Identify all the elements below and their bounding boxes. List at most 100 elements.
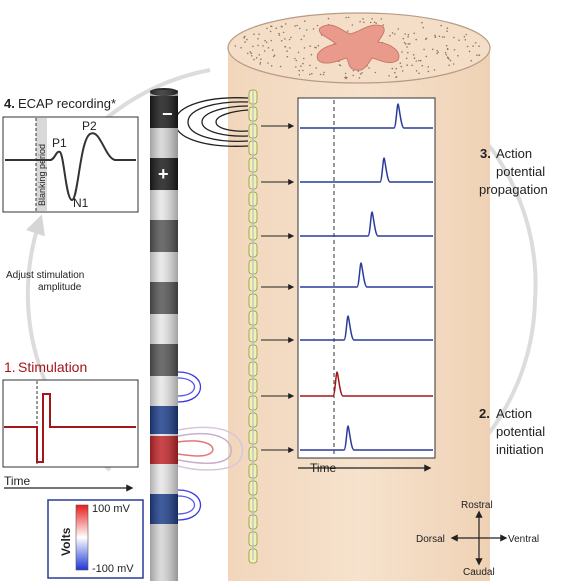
white-matter-dot xyxy=(371,18,373,20)
white-matter-dot xyxy=(389,35,391,37)
white-matter-dot xyxy=(294,25,296,27)
stimulation-step-label: Stimulation xyxy=(18,359,87,375)
white-matter-dot xyxy=(352,24,354,26)
white-matter-dot xyxy=(284,46,286,48)
white-matter-dot xyxy=(287,56,289,58)
propagation-line1: Action xyxy=(496,146,532,161)
white-matter-dot xyxy=(446,30,448,32)
white-matter-dot xyxy=(244,41,246,43)
voltage-legend: Volts 100 mV -100 mV xyxy=(48,500,143,578)
white-matter-dot xyxy=(272,49,274,51)
white-matter-dot xyxy=(406,64,408,66)
white-matter-dot xyxy=(394,33,396,35)
white-matter-dot xyxy=(413,33,415,35)
white-matter-dot xyxy=(246,39,248,41)
white-matter-dot xyxy=(464,36,466,38)
electrode-plus-label: + xyxy=(158,164,169,184)
white-matter-dot xyxy=(439,36,441,38)
white-matter-dot xyxy=(317,25,319,27)
white-matter-dot xyxy=(260,58,262,60)
white-matter-dot xyxy=(347,30,349,32)
white-matter-dot xyxy=(478,45,480,47)
ecap-p2-label: P2 xyxy=(82,119,97,133)
white-matter-dot xyxy=(395,68,397,70)
initiation-line2: potential xyxy=(496,424,545,439)
white-matter-dot xyxy=(243,37,245,39)
white-matter-dot xyxy=(375,22,377,24)
initiation-line1: Action xyxy=(496,406,532,421)
white-matter-dot xyxy=(465,39,467,41)
white-matter-dot xyxy=(301,39,303,41)
white-matter-dot xyxy=(309,74,311,76)
white-matter-dot xyxy=(434,69,436,71)
white-matter-dot xyxy=(274,54,276,56)
white-matter-dot xyxy=(294,58,296,60)
white-matter-dot xyxy=(453,37,455,39)
white-matter-dot xyxy=(442,36,444,38)
white-matter-dot xyxy=(407,52,409,54)
white-matter-dot xyxy=(418,73,420,75)
white-matter-dot xyxy=(353,70,355,72)
propagation-line3: propagation xyxy=(479,182,548,197)
white-matter-dot xyxy=(404,42,406,44)
legend-min-label: -100 mV xyxy=(92,563,134,575)
white-matter-dot xyxy=(258,33,260,35)
white-matter-dot xyxy=(416,70,418,72)
compass-rostral: Rostral xyxy=(461,500,493,511)
white-matter-dot xyxy=(244,36,246,38)
white-matter-dot xyxy=(281,26,283,28)
white-matter-dot xyxy=(454,49,456,51)
white-matter-dot xyxy=(436,53,438,55)
white-matter-dot xyxy=(257,38,259,40)
white-matter-dot xyxy=(256,57,258,59)
white-matter-dot xyxy=(296,25,298,27)
white-matter-dot xyxy=(423,49,425,51)
white-matter-dot xyxy=(352,75,354,77)
stimulation-step-number: 1. xyxy=(4,359,16,375)
white-matter-dot xyxy=(362,18,364,20)
white-matter-dot xyxy=(281,40,283,42)
white-matter-dot xyxy=(279,34,281,36)
white-matter-dot xyxy=(251,55,253,57)
white-matter-dot xyxy=(453,63,455,65)
white-matter-dot xyxy=(271,26,273,28)
white-matter-dot xyxy=(289,39,291,41)
white-matter-dot xyxy=(314,47,316,49)
white-matter-dot xyxy=(235,45,237,47)
compass-caudal: Caudal xyxy=(463,567,495,578)
white-matter-dot xyxy=(339,64,341,66)
stimulation-panel: 1. Stimulation Time xyxy=(3,359,138,488)
white-matter-dot xyxy=(266,28,268,30)
white-matter-dot xyxy=(444,36,446,38)
white-matter-dot xyxy=(401,66,403,68)
white-matter-dot xyxy=(420,60,422,62)
white-matter-dot xyxy=(271,40,273,42)
white-matter-dot xyxy=(298,70,300,72)
white-matter-dot xyxy=(470,60,472,62)
white-matter-dot xyxy=(295,66,297,68)
white-matter-dot xyxy=(323,72,325,74)
white-matter-dot xyxy=(411,65,413,67)
white-matter-dot xyxy=(359,77,361,79)
white-matter-dot xyxy=(428,71,430,73)
white-matter-dot xyxy=(415,39,417,41)
ecap-recording-panel: 4. ECAP recording* Blanking period P1 P2… xyxy=(3,96,138,212)
white-matter-dot xyxy=(418,60,420,62)
white-matter-dot xyxy=(448,65,450,67)
white-matter-dot xyxy=(302,70,304,72)
white-matter-dot xyxy=(447,48,449,50)
white-matter-dot xyxy=(406,58,408,60)
white-matter-dot xyxy=(467,46,469,48)
white-matter-dot xyxy=(394,72,396,74)
white-matter-dot xyxy=(290,37,292,39)
white-matter-dot xyxy=(408,34,410,36)
white-matter-dot xyxy=(259,63,261,65)
legend-max-label: 100 mV xyxy=(92,503,131,515)
ecap-p1-label: P1 xyxy=(52,136,67,150)
white-matter-dot xyxy=(446,45,448,47)
white-matter-dot xyxy=(251,52,253,54)
electrode-minus-label: − xyxy=(162,104,173,124)
white-matter-dot xyxy=(435,36,437,38)
white-matter-dot xyxy=(392,68,394,70)
white-matter-dot xyxy=(249,51,251,53)
